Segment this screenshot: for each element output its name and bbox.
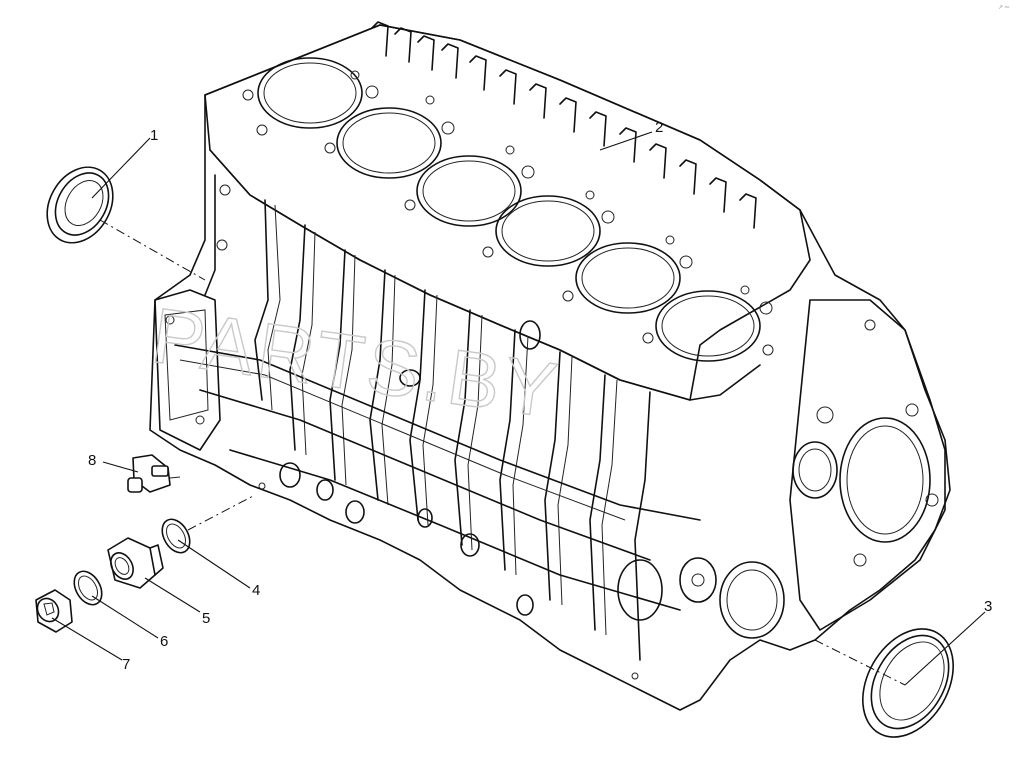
part-1-front-seal — [46, 166, 206, 281]
leader-lines — [51, 131, 986, 686]
callout-6: 6 — [160, 633, 168, 650]
part-6-sealing-ring — [73, 570, 103, 606]
corner-mark: ↗ ═ — [998, 5, 1010, 11]
part-3-rear-seal — [814, 628, 954, 738]
callout-5: 5 — [202, 610, 210, 627]
part-5-adapter — [107, 537, 164, 589]
part-4-o-ring — [161, 494, 256, 554]
callout-4: 4 — [252, 582, 260, 599]
callout-2: 2 — [655, 119, 663, 136]
top-bolts — [371, 21, 757, 229]
deck-holes — [242, 70, 774, 356]
side-ribs — [204, 174, 651, 661]
cylinder-bores — [257, 57, 761, 362]
callout-3: 3 — [984, 598, 992, 615]
rear-housing — [617, 299, 946, 639]
engine-block — [149, 21, 951, 711]
part-8-sensor — [127, 454, 181, 493]
callout-7: 7 — [122, 656, 130, 673]
part-7-plug — [35, 589, 73, 633]
callout-1: 1 — [150, 127, 158, 144]
callout-labels: 1 2 3 4 5 6 7 8 — [88, 119, 992, 673]
callout-8: 8 — [88, 452, 96, 469]
